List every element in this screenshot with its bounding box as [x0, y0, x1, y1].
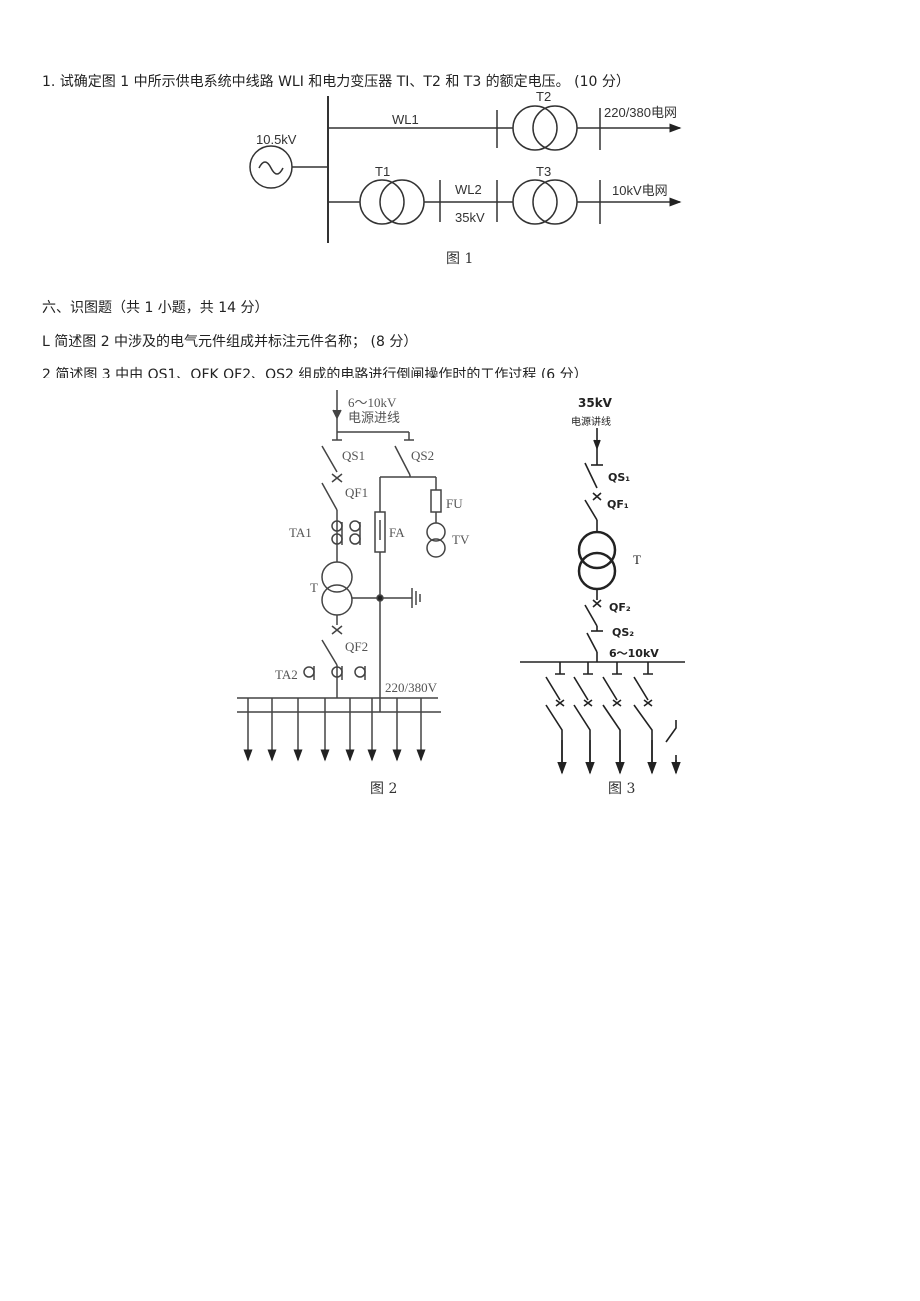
incoming-label: 电源讲线 [571, 415, 611, 428]
feeder-arrows [557, 740, 681, 775]
ground-icon [411, 588, 421, 608]
transformer-t-icon [577, 530, 617, 591]
figure-3-caption: 图 3 [608, 781, 635, 797]
transformer-t1-icon [359, 179, 425, 225]
qf1-label: QF1 [345, 485, 368, 500]
out-lower-label: 10kV电网 [612, 183, 668, 198]
qf1-label: QF₁ [607, 498, 629, 511]
ta1-label: TA1 [289, 525, 312, 540]
qs1-label: QS1 [342, 448, 365, 463]
qf2-breaker [584, 604, 598, 627]
bus-voltage-label: 6～10kV [609, 647, 659, 660]
wl2-label: WL2 [455, 182, 482, 197]
section-6-heading: 六、识图题（共 1 小题，共 14 分） [42, 300, 269, 316]
qs1-switch [321, 445, 338, 473]
t1-label: T1 [375, 164, 390, 179]
current-transformer-ta1-icon [331, 520, 361, 545]
figure-2 [237, 390, 446, 762]
out-upper-label: 220/380电网 [604, 105, 677, 120]
t3-label: T3 [536, 164, 551, 179]
bus-voltage-label: 220/380V [385, 680, 438, 695]
voltage-transformer-tv-icon [426, 522, 446, 558]
qs1-switch [584, 462, 598, 489]
qs2-switch [586, 632, 598, 653]
transformer-t2-icon [512, 105, 578, 151]
tv-label: TV [452, 532, 470, 547]
section-6-question-1: L 简述图 2 中涉及的电气元件组成并标注元件名称； (8 分） [42, 334, 418, 350]
fu-label: FU [446, 496, 463, 511]
qf2-label: QF₂ [609, 601, 631, 614]
current-transformer-ta2-icon [303, 666, 366, 680]
incoming-voltage-label: 35kV [578, 396, 613, 410]
section-6-question-2: 2 简述图 3 中由 QS1、QFK QF2、QS2 组成的电路进行倒闸操作时的… [42, 367, 588, 378]
qs1-label: QS₁ [608, 471, 630, 484]
feeder-arrows [243, 698, 426, 762]
transformer-t-icon [321, 561, 353, 616]
source-voltage-label: 10.5kV [256, 132, 297, 147]
fuse-fu-icon [430, 489, 442, 513]
figure-1-caption: 图 1 [446, 251, 473, 267]
qs2-label: QS₂ [612, 626, 634, 639]
figure-1 [249, 96, 682, 243]
t2-label: T2 [536, 89, 551, 104]
qf1-breaker [321, 482, 338, 511]
transformer-t3-icon [512, 179, 578, 225]
question-1: 1. 试确定图 1 中所示供电系统中线路 WLI 和电力变压器 TI、T2 和 … [42, 74, 630, 90]
qs2-switch [394, 445, 411, 476]
wl1-label: WL1 [392, 112, 419, 127]
fa-label: FA [389, 525, 405, 540]
qs2-label: QS2 [411, 448, 434, 463]
qf2-label: QF2 [345, 639, 368, 654]
qf2-breaker [321, 639, 338, 666]
t-label: T [310, 580, 318, 595]
qf1-breaker [584, 499, 598, 521]
figure-3 [520, 428, 685, 775]
feeder-branches [545, 662, 677, 772]
ta2-label: TA2 [275, 667, 298, 682]
wl2-voltage-label: 35kV [455, 210, 485, 225]
t-label: T [633, 552, 641, 567]
incoming-label: 电源进线 [348, 410, 400, 425]
figure-2-caption: 图 2 [370, 781, 397, 797]
incoming-voltage-label: 6～10kV [348, 395, 397, 410]
